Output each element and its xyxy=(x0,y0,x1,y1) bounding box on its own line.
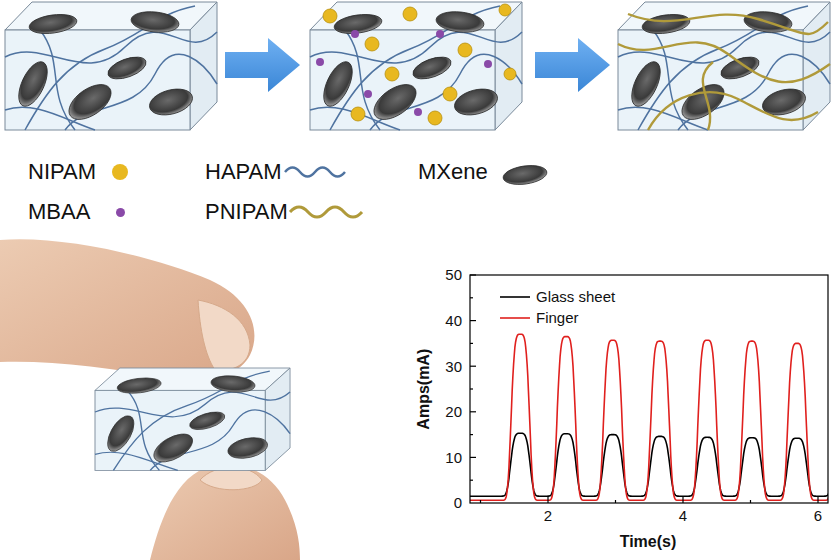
finger-curve xyxy=(470,334,828,500)
mxene-sample xyxy=(502,163,548,187)
tick-label: 40 xyxy=(445,312,462,329)
fingers xyxy=(0,239,300,560)
process-arrow xyxy=(225,38,300,92)
finger-sample xyxy=(500,317,530,319)
legend-label: Finger xyxy=(536,309,579,326)
hapam-sample xyxy=(285,168,345,177)
legend-label: MBAA xyxy=(28,199,90,224)
axis-ticks xyxy=(470,275,818,503)
hydrogel-box xyxy=(618,2,830,130)
tick-label: 2 xyxy=(544,507,552,524)
plot-frame xyxy=(470,275,828,503)
axis-title: Amps(mA) xyxy=(415,349,433,430)
hydrogel-box xyxy=(310,2,522,130)
tick-label: 50 xyxy=(445,266,462,283)
axis-title: Time(s) xyxy=(620,533,677,551)
tick-label: 10 xyxy=(445,449,462,466)
pnipam-sample xyxy=(290,207,362,217)
hydrogel-box xyxy=(5,2,217,130)
legend-label: NIPAM xyxy=(28,159,96,184)
legend-label: HAPAM xyxy=(205,159,282,184)
tick-label: 6 xyxy=(814,507,822,524)
legend-swatch xyxy=(116,208,125,217)
hydrogel-box xyxy=(95,368,290,470)
legend-swatch xyxy=(112,164,128,180)
process-arrow xyxy=(535,38,610,92)
tick-label: 0 xyxy=(454,494,462,511)
tick-label: 20 xyxy=(445,403,462,420)
tick-label: 4 xyxy=(679,507,687,524)
glass-sample xyxy=(500,296,530,298)
chart xyxy=(467,275,832,503)
legend-label: MXene xyxy=(418,159,488,184)
legend-label: Glass sheet xyxy=(536,288,615,305)
legend-label: PNIPAM xyxy=(205,199,288,224)
tick-label: 30 xyxy=(445,358,462,375)
